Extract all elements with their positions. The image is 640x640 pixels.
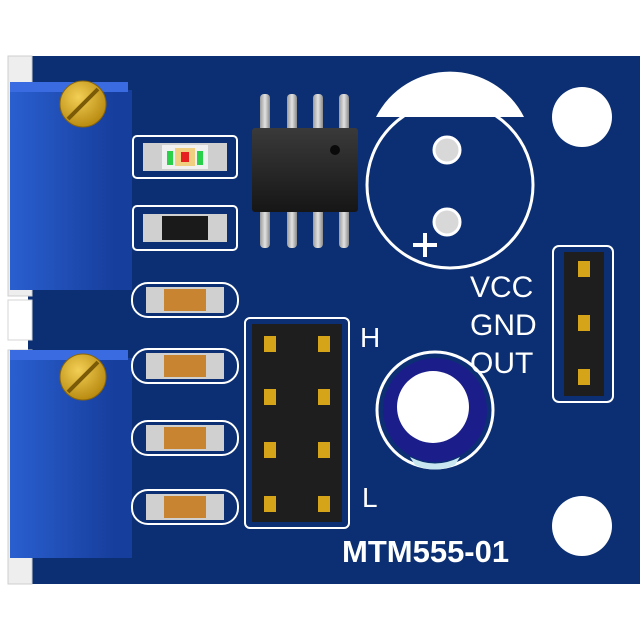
jumper-low-label: L [362,482,378,513]
smd-resistor-4 [131,420,239,456]
pin-label-gnd: GND [470,309,537,342]
potentiometer-top [10,80,132,290]
jumper-high-label: H [360,322,381,353]
pin-label-vcc: VCC [470,271,534,304]
ic-chip [252,94,358,248]
potentiometer-bottom [10,350,132,558]
smd-resistor-1 [132,205,238,251]
model-label: MTM555-01 [342,534,510,569]
smd-resistor-5 [131,489,239,525]
led [132,135,238,179]
pin-header-1x3 [552,245,614,403]
smd-resistor-2 [131,282,239,318]
pin-label-out: OUT [470,347,534,380]
electrolytic-capacitor [365,71,535,270]
smd-resistor-3 [131,348,239,384]
jumper-header-2x4 [244,317,350,529]
mounting-hole-bottom [552,496,612,556]
blue-capacitor [375,350,495,470]
mounting-hole-top [552,87,612,147]
